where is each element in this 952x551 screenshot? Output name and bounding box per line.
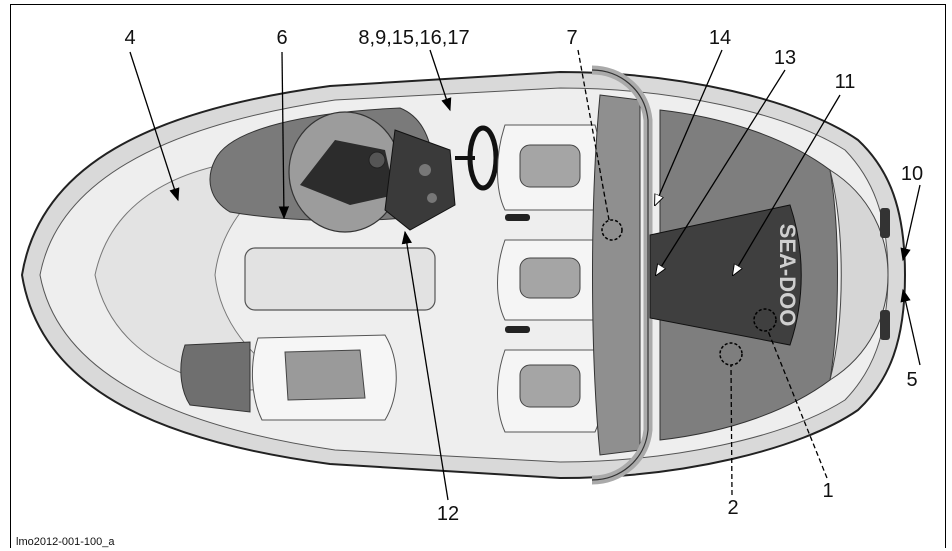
callout-14: 14: [709, 27, 731, 49]
callout-10: 10: [901, 163, 923, 185]
callout-7: 7: [566, 27, 577, 49]
sea-doo-logo: SEA-DOO: [775, 224, 800, 327]
callout-12: 12: [437, 503, 459, 525]
callout-11: 11: [835, 71, 856, 93]
callout-13: 13: [774, 47, 796, 69]
callout-5: 5: [906, 369, 917, 391]
swim-platform: [829, 168, 889, 382]
bow-area: [94, 159, 302, 391]
callout-8-9-15-16-17: 8,9,15,16,17: [358, 27, 469, 49]
lower-side-panel: [180, 341, 251, 413]
callout-1: 1: [822, 480, 833, 502]
rear-mat: [649, 204, 802, 346]
tower-cushion: [592, 94, 641, 456]
callout-4: 4: [124, 27, 135, 49]
marker-1: [753, 308, 777, 332]
callout-2: 2: [727, 497, 738, 519]
dashboard-cluster: [384, 129, 456, 231]
callout-6: 6: [276, 27, 287, 49]
figure-frame: [10, 4, 946, 548]
figure-reference-code: lmo2012-001-100_a: [16, 536, 115, 548]
marker-7: [601, 219, 623, 241]
center-seats: [497, 124, 603, 433]
leader-lines: [129, 49, 921, 501]
engine-hatch: [244, 247, 436, 311]
